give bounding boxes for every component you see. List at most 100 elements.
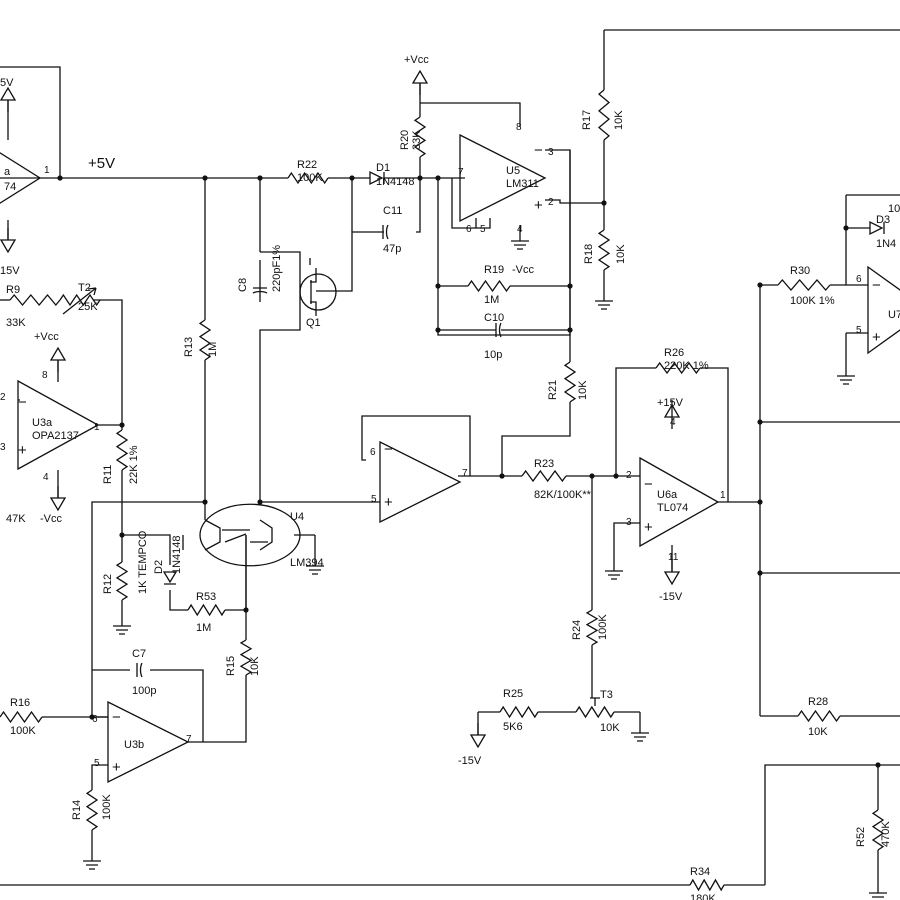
r28-ref: R28 bbox=[808, 696, 828, 708]
u5-ref: U5 bbox=[506, 165, 520, 177]
c10-ref: C10 bbox=[484, 312, 504, 324]
pin-number: 6 bbox=[92, 714, 98, 725]
wire bbox=[764, 764, 900, 885]
junction-dot bbox=[119, 532, 125, 538]
diode-d1 bbox=[369, 170, 385, 186]
u1-ref: a bbox=[4, 166, 11, 178]
junction-dot bbox=[757, 499, 763, 505]
r22-ref: R22 bbox=[297, 159, 317, 171]
r53-ref: R53 bbox=[196, 591, 216, 603]
junction-dot bbox=[202, 499, 208, 505]
junction-dot bbox=[843, 225, 849, 231]
r22-value: 100K bbox=[297, 172, 323, 184]
diode-d2 bbox=[162, 571, 178, 585]
r20-ref: R20 bbox=[399, 130, 411, 150]
input-sign: + bbox=[112, 759, 121, 776]
wire bbox=[150, 669, 204, 742]
input-sign: + bbox=[872, 329, 881, 346]
r26-ref: R26 bbox=[664, 347, 684, 359]
junction-dot bbox=[202, 175, 208, 181]
diode-d3 bbox=[869, 220, 885, 236]
r23-ref: R23 bbox=[534, 458, 554, 470]
net-label-5v: +5V bbox=[88, 155, 115, 172]
u4-value: LM394 bbox=[290, 557, 324, 569]
r16-value: 100K bbox=[10, 725, 36, 737]
junction-dot bbox=[499, 473, 505, 479]
input-sign: − bbox=[112, 709, 121, 726]
transistor-pair-u4 bbox=[199, 503, 301, 567]
wire bbox=[420, 102, 521, 127]
resistor-r52 bbox=[871, 809, 885, 851]
u1-value: 74 bbox=[4, 181, 16, 193]
r28-value: 10K bbox=[808, 726, 828, 738]
net-label-15v-left: 15V bbox=[0, 265, 20, 277]
r19-value: 1M bbox=[484, 294, 499, 306]
pin-number: 2 bbox=[548, 197, 554, 208]
resistor-r14 bbox=[85, 789, 99, 831]
wire bbox=[451, 178, 477, 229]
input-sign: + bbox=[644, 519, 653, 536]
ground-symbol bbox=[306, 560, 324, 575]
wire bbox=[501, 402, 571, 476]
t2-ref: T2 bbox=[78, 282, 91, 294]
capacitor-c7 bbox=[136, 662, 143, 678]
junction-dot bbox=[613, 473, 619, 479]
resistor-r22 bbox=[287, 171, 329, 185]
c8-ref: C8 bbox=[237, 278, 249, 292]
pin-number: 1 bbox=[94, 422, 100, 433]
pin-number: 5 bbox=[371, 494, 377, 505]
wire bbox=[615, 367, 656, 476]
ground-symbol bbox=[113, 620, 131, 635]
junction-dot bbox=[757, 419, 763, 425]
junction-dot bbox=[435, 327, 441, 333]
ground-symbol bbox=[511, 235, 529, 250]
wire bbox=[259, 251, 301, 502]
input-sign: − bbox=[872, 277, 881, 294]
resistor-r11 bbox=[115, 429, 129, 471]
net-label-vcc-u3a: +Vcc bbox=[34, 331, 59, 343]
pin-number: 6 bbox=[856, 274, 862, 285]
input-sign: + bbox=[384, 494, 393, 511]
r52-ref: R52 bbox=[855, 827, 867, 847]
capacitor-c10 bbox=[495, 322, 502, 338]
junction-dot bbox=[435, 175, 441, 181]
transistor-pair-u4-internals bbox=[204, 519, 273, 551]
junction-dot bbox=[349, 175, 355, 181]
r19-ref: R19 bbox=[484, 264, 504, 276]
pin-number: 1 bbox=[44, 165, 50, 176]
d2-ref: D2 bbox=[153, 560, 165, 574]
junction-dot bbox=[89, 714, 95, 720]
capacitor-c11 bbox=[382, 224, 389, 240]
wire bbox=[169, 590, 188, 611]
c11-ref: C11 bbox=[383, 205, 402, 217]
trimmer-wiper-t3 bbox=[590, 697, 600, 706]
junction-dot bbox=[757, 282, 763, 288]
opamp-u6b bbox=[379, 440, 462, 524]
d3-value: 1N4 bbox=[876, 238, 896, 250]
wire bbox=[91, 764, 108, 790]
input-sign: − bbox=[384, 441, 393, 458]
junction-dot bbox=[257, 499, 263, 505]
text-fragment-47k: 47K bbox=[6, 513, 26, 525]
resistor-r20 bbox=[413, 116, 427, 158]
net-label-m15: -15V bbox=[659, 591, 683, 603]
resistor-r17 bbox=[597, 89, 611, 141]
input-sign: + bbox=[534, 197, 543, 214]
junction-dot bbox=[757, 570, 763, 576]
ground-symbol bbox=[595, 295, 613, 310]
ground-symbol bbox=[83, 855, 101, 870]
resistor-r34 bbox=[689, 878, 725, 892]
pin-number: 7 bbox=[458, 167, 464, 178]
supply-arrow-up bbox=[663, 403, 681, 429]
r26-value: 220K 1% bbox=[664, 360, 709, 372]
r24-value: 100K bbox=[597, 614, 609, 640]
q1-ref: Q1 bbox=[306, 317, 321, 329]
u3a-value: OPA2137 bbox=[32, 430, 79, 442]
wire bbox=[613, 522, 640, 565]
r25-ref: R25 bbox=[503, 688, 523, 700]
transistor-q1 bbox=[299, 273, 337, 311]
transistor-q1-leads bbox=[310, 268, 317, 316]
r34-value: 180K bbox=[690, 893, 716, 900]
resistor-r13 bbox=[198, 319, 212, 361]
u5-value: LM311 bbox=[506, 178, 539, 190]
